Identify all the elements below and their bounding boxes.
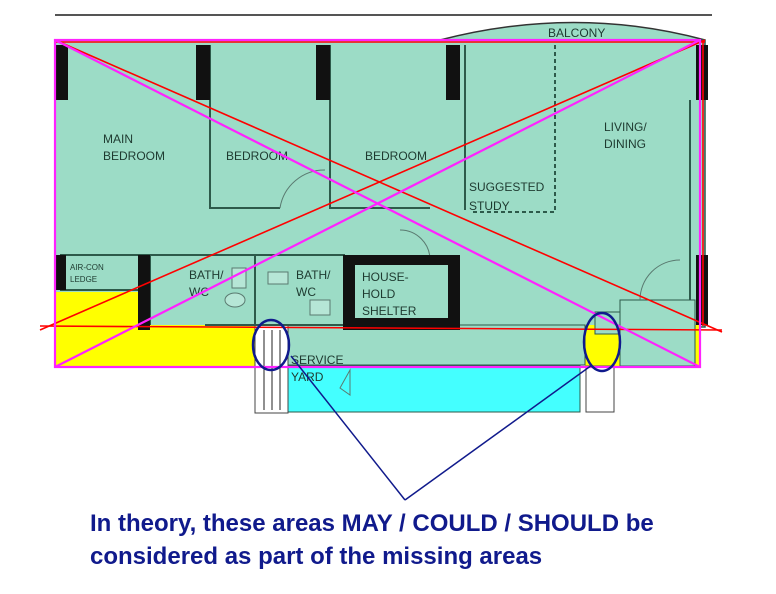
annotation-circles	[251, 311, 622, 373]
label-main-bedroom: MAIN	[103, 132, 133, 146]
highlight-circle-right	[582, 311, 622, 373]
door-swings	[279, 169, 681, 396]
label-bath-1: BATH/	[189, 268, 224, 282]
label-shelter: SHELTER	[362, 304, 417, 318]
label-bath-2: BATH/	[296, 268, 331, 282]
label-shelter: HOLD	[362, 287, 396, 301]
caption-line-2: considered as part of the missing areas	[90, 543, 543, 570]
label-study: STUDY	[469, 199, 510, 213]
label-bedroom: BEDROOM	[226, 149, 288, 163]
label-bedroom: BEDROOM	[365, 149, 427, 163]
label-living: LIVING/	[604, 120, 647, 134]
label-aircon: AIR-CON	[70, 263, 104, 272]
annotation-pointers	[290, 355, 593, 501]
red-overlay	[39, 39, 723, 333]
label-balcony: BALCONY	[548, 26, 605, 40]
label-ledge: LEDGE	[70, 275, 97, 284]
label-study: SUGGESTED	[469, 180, 545, 194]
highlight-circle-left	[251, 318, 291, 372]
label-main-bedroom: BEDROOM	[103, 149, 165, 163]
service-yard	[287, 365, 581, 413]
label-dining: DINING	[604, 137, 646, 151]
balcony	[439, 21, 706, 41]
label-service-yard: SERVICE	[291, 353, 343, 367]
label-shelter: HOUSE-	[362, 270, 409, 284]
caption-line-1: In theory, these areas MAY / COULD / SHO…	[90, 510, 654, 537]
drying-rack-right	[585, 365, 615, 413]
label-bath-2: WC	[296, 285, 316, 299]
missing-area-left	[55, 292, 255, 366]
magenta-overlay	[53, 38, 702, 369]
